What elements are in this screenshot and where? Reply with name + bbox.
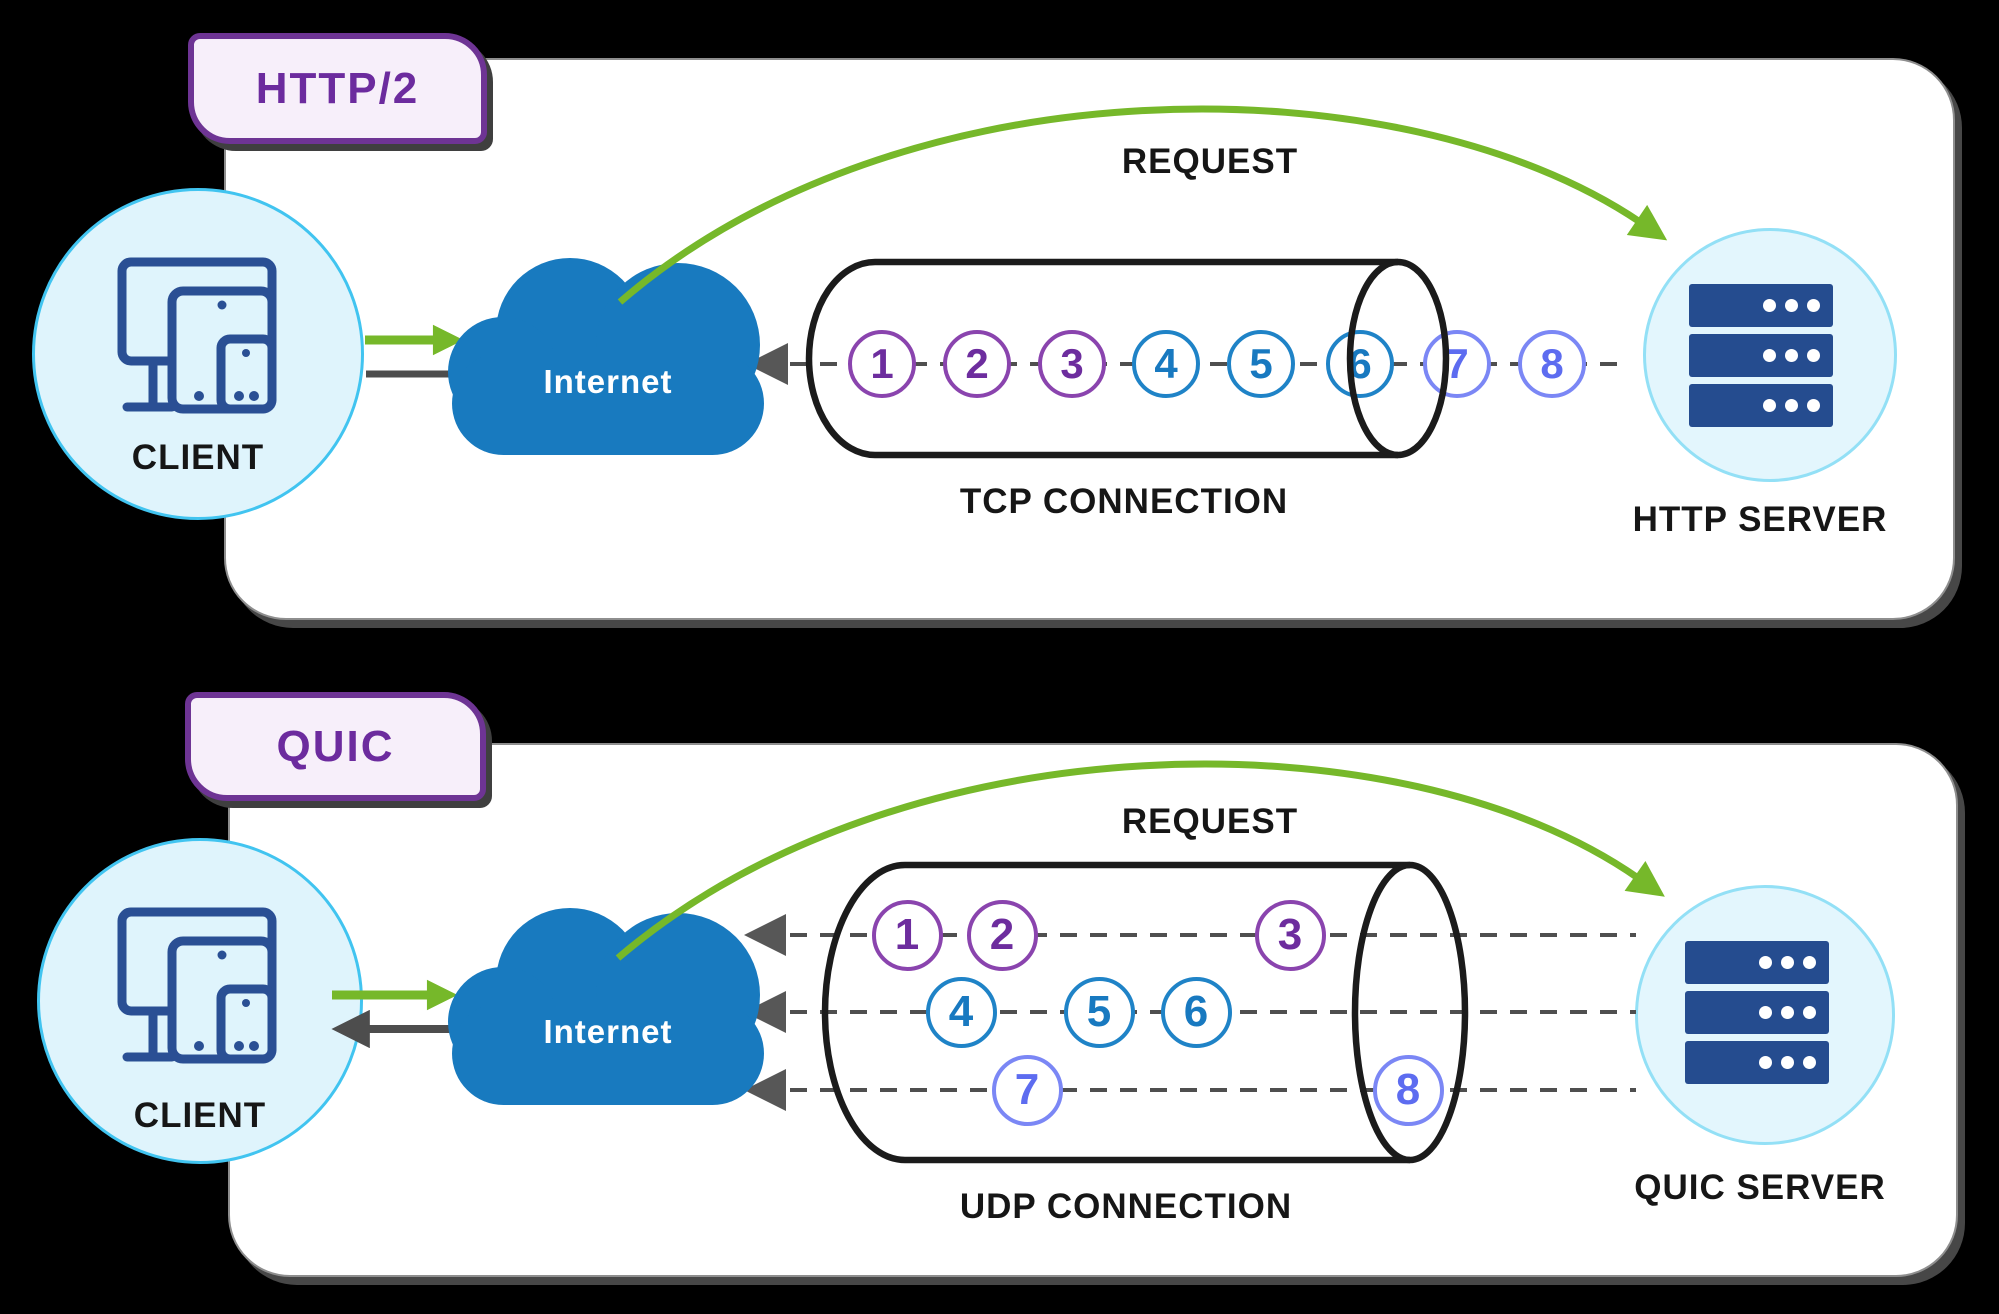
packet-4: 4 [1132, 330, 1200, 398]
http2-badge-label: HTTP/2 [255, 63, 420, 113]
udp-connection-tube [821, 861, 1410, 1164]
packet-8: 8 [1372, 1054, 1444, 1126]
packet-2: 2 [966, 899, 1038, 971]
server-rack-bar [1685, 941, 1829, 984]
packet-1: 1 [848, 330, 916, 398]
quic-badge-label: QUIC [276, 721, 395, 771]
http-server-icon [1689, 284, 1833, 427]
packet-2: 2 [943, 330, 1011, 398]
request-label-http2: REQUEST [1121, 142, 1299, 181]
server-rack-bar [1689, 284, 1833, 327]
packet-6: 6 [1326, 330, 1394, 398]
internet-label-quic: Internet [543, 1013, 673, 1050]
http2-badge: HTTP/2 [188, 33, 487, 144]
tcp-connection-label: TCP CONNECTION [959, 482, 1289, 521]
server-rack-bar [1689, 384, 1833, 427]
udp-tube-mouth [1351, 861, 1469, 1164]
stream-arrowhead [744, 991, 786, 1033]
request-label-quic: REQUEST [1121, 802, 1299, 841]
udp-connection-label: UDP CONNECTION [959, 1187, 1293, 1226]
tcp-connection-tube [805, 258, 1398, 459]
client-devices-icon [117, 257, 277, 414]
server-rack-bar [1689, 334, 1833, 377]
stream-arrowhead [746, 343, 788, 385]
quic-server-icon [1685, 941, 1829, 1084]
request-arrow-quic [615, 760, 1665, 961]
packet-8: 8 [1518, 330, 1586, 398]
packet-4: 4 [925, 976, 997, 1048]
tcp-tube-mouth [1346, 258, 1450, 459]
client-label-quic: CLIENT [133, 1096, 267, 1135]
server-rack-bar [1685, 1041, 1829, 1084]
quic-badge: QUIC [185, 692, 486, 801]
client-devices-icon [117, 907, 277, 1064]
quic-server-label: QUIC SERVER [1634, 1168, 1886, 1207]
server-rack-bar [1685, 991, 1829, 1034]
packet-7: 7 [1423, 330, 1491, 398]
packet-6: 6 [1160, 976, 1232, 1048]
packet-7: 7 [991, 1054, 1063, 1126]
packet-3: 3 [1038, 330, 1106, 398]
request-arrow-http2 [617, 105, 1668, 305]
client-label-http2: CLIENT [131, 438, 265, 477]
stream-arrowhead [744, 1069, 786, 1111]
packet-1: 1 [871, 899, 943, 971]
http-server-label: HTTP SERVER [1632, 500, 1888, 539]
stream-arrowhead [744, 914, 786, 956]
internet-label-http2: Internet [543, 363, 673, 400]
packet-5: 5 [1063, 976, 1135, 1048]
packet-5: 5 [1227, 330, 1295, 398]
packet-3: 3 [1254, 899, 1326, 971]
